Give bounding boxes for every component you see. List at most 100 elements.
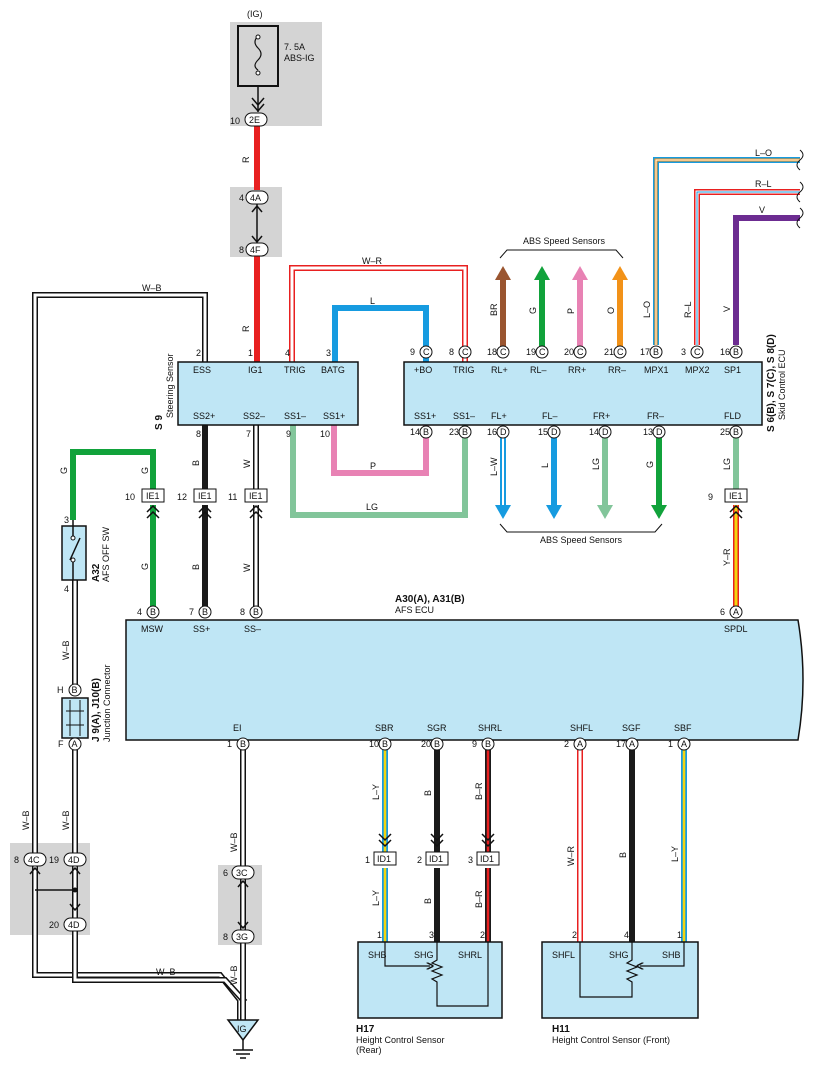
label-g-ie1: G bbox=[140, 467, 150, 474]
junction-4d-bottom-code: 4D bbox=[68, 920, 80, 930]
skid-top-pin-label-6: MPX1 bbox=[644, 365, 669, 375]
afs-ecu: A30(A), A31(B) AFS ECU bbox=[125, 594, 804, 741]
id1-code-2: ID1 bbox=[480, 854, 494, 864]
label-wr-top: W–R bbox=[362, 256, 383, 266]
fuse: (IG) 7. 5A ABS-IG 10 2E bbox=[230, 9, 315, 127]
rear-sensor-name2: (Rear) bbox=[356, 1045, 382, 1055]
skid-bottom-pin-label-2: FL+ bbox=[491, 411, 507, 421]
skid-top-pin-6-code: B bbox=[653, 347, 659, 357]
junction-4d-top-code: 4D bbox=[68, 855, 80, 865]
skid-top-pin-3-num: 19 bbox=[526, 347, 536, 357]
skid-top-pin-1-code: C bbox=[462, 347, 469, 357]
ground-ig: IG bbox=[226, 1019, 260, 1059]
ss-pin-3-num: 3 bbox=[326, 348, 331, 358]
skid-bottom-pin-3-code: D bbox=[551, 427, 558, 437]
label-p-loop: P bbox=[370, 461, 376, 471]
afs-bottom-pin-0-num: 1 bbox=[227, 739, 232, 749]
skid-top-pin-5-num: 21 bbox=[604, 347, 614, 357]
afs-bottom-pin-5-num: 17 bbox=[616, 739, 626, 749]
afs-bottom-pin-label-5: SGF bbox=[622, 723, 641, 733]
label-o-rr: O bbox=[606, 307, 616, 314]
label-br-shrl2: B–R bbox=[474, 890, 484, 908]
skid-top-pin-label-0: +BO bbox=[414, 365, 432, 375]
label-l-fl: L bbox=[540, 463, 550, 468]
abs-bottom-label: ABS Speed Sensors bbox=[540, 535, 623, 545]
skid-bottom-pin-0-code: B bbox=[423, 427, 429, 437]
ss-pin-ss2p: SS2+ bbox=[193, 411, 215, 421]
ss-pin-batg: BATG bbox=[321, 365, 345, 375]
label-v: V bbox=[722, 306, 732, 312]
skid-bottom-pin-4-code: D bbox=[602, 427, 609, 437]
jc-name: Junction Connector bbox=[102, 664, 112, 742]
afs-sw-pin-3: 3 bbox=[64, 515, 69, 525]
label-br: BR bbox=[489, 303, 499, 316]
label-v-top: V bbox=[759, 205, 765, 215]
abs-top-bracket bbox=[499, 249, 624, 259]
ss-pin-10-num: 10 bbox=[320, 429, 330, 439]
afs-bottom-pin-label-1: SBR bbox=[375, 723, 394, 733]
afs-bottom-pin-2-code: B bbox=[434, 739, 440, 749]
rear-pin-shg: SHG bbox=[414, 950, 434, 960]
skid-top-pin-6-num: 17 bbox=[640, 347, 650, 357]
fuse-top-label: (IG) bbox=[247, 9, 263, 19]
afs-bottom-pin-5-code: A bbox=[629, 739, 635, 749]
afs-top-pin-0-code: B bbox=[150, 607, 156, 617]
afs-bottom-pin-1-num: 10 bbox=[369, 739, 379, 749]
label-ly-sbf: L–Y bbox=[670, 846, 680, 862]
afs-ecu-code: A30(A), A31(B) bbox=[395, 594, 465, 605]
fuse-rating: 7. 5A bbox=[284, 42, 305, 52]
ie1-num-0: 10 bbox=[125, 492, 135, 502]
front-pin-shg: SHG bbox=[609, 950, 629, 960]
fuse-name: ABS-IG bbox=[284, 53, 315, 63]
label-g-fr: G bbox=[645, 461, 655, 468]
label-lg-fld: LG bbox=[722, 458, 732, 470]
skid-bottom-pin-label-6: FLD bbox=[724, 411, 742, 421]
afs-bottom-pin-3-num: 9 bbox=[472, 739, 477, 749]
front-pin-2: 2 bbox=[572, 930, 577, 940]
skid-bottom-pin-label-3: FL– bbox=[542, 411, 558, 421]
afs-bottom-pin-6-num: 1 bbox=[668, 739, 673, 749]
steering-sensor-code: S 9 bbox=[154, 415, 165, 430]
ie1-num-2: 11 bbox=[228, 492, 237, 502]
afs-bottom-pin-label-3: SHRL bbox=[478, 723, 502, 733]
label-b-sgr2: B bbox=[423, 898, 433, 904]
skid-bottom-pin-label-4: FR+ bbox=[593, 411, 610, 421]
afs-top-pin-1-num: 7 bbox=[189, 607, 194, 617]
ss-pin-trig: TRIG bbox=[284, 365, 306, 375]
skid-top-pin-label-2: RL+ bbox=[491, 365, 508, 375]
afs-bottom-pin-label-0: EI bbox=[233, 723, 242, 733]
ss-pin-9-num: 9 bbox=[286, 429, 291, 439]
afs-bottom-pin-4-num: 2 bbox=[564, 739, 569, 749]
skid-top-pin-7-code: C bbox=[694, 347, 701, 357]
ss-pin-1-num: 1 bbox=[248, 348, 253, 358]
afs-bottom-pin-label-4: SHFL bbox=[570, 723, 593, 733]
ie1-num-1: 12 bbox=[177, 492, 187, 502]
id1-num-0: 1 bbox=[365, 855, 370, 865]
label-r-mid: R bbox=[241, 325, 251, 332]
label-rl-top: R–L bbox=[755, 179, 772, 189]
afs-bottom-pin-6-code: A bbox=[681, 739, 687, 749]
afs-top-pin-1-code: B bbox=[202, 607, 208, 617]
junction-4f-num: 8 bbox=[239, 245, 244, 255]
junction-4a-code: 4A bbox=[250, 193, 261, 203]
skid-top-pin-label-4: RR+ bbox=[568, 365, 586, 375]
afs-bottom-pin-label-6: SBF bbox=[674, 723, 692, 733]
junction-4d-top-num: 19 bbox=[49, 855, 59, 865]
rear-pin-2: 2 bbox=[480, 930, 485, 940]
skid-top-pin-label-3: RL– bbox=[530, 365, 547, 375]
afs-top-pin-3-code: A bbox=[733, 607, 739, 617]
